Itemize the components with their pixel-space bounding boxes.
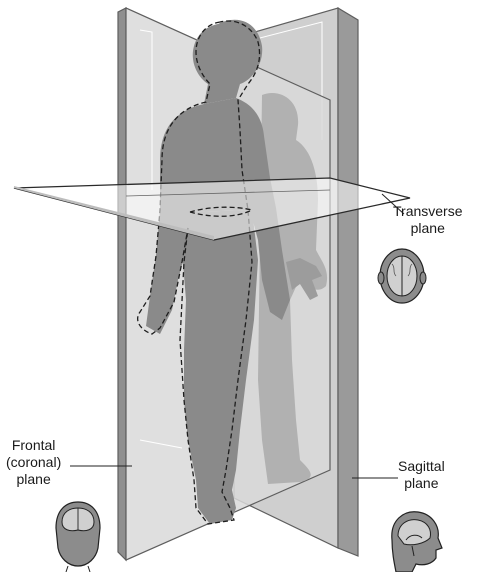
head-side-view-icon [391, 511, 443, 572]
sagittal-plane-label: Sagittal plane [398, 458, 445, 492]
transverse-plane-label: Transverse plane [393, 203, 463, 237]
head-front-view-icon [55, 501, 101, 572]
transverse-label-line1: Transverse [393, 203, 463, 219]
frontal-label-line3: plane [16, 471, 51, 487]
frontal-label-line1: Frontal [11, 437, 56, 453]
transverse-label-line2: plane [410, 220, 445, 236]
sagittal-label-line1: Sagittal [398, 458, 445, 474]
transverse-plane [13, 177, 411, 241]
sagittal-label-line2: plane [404, 475, 439, 491]
frontal-plane-label: Frontal (coronal) plane [6, 437, 61, 488]
head-top-view-icon [377, 248, 427, 304]
human-figure [137, 19, 322, 525]
frontal-label-line2: (coronal) [6, 454, 62, 470]
transverse-leader [381, 193, 405, 215]
